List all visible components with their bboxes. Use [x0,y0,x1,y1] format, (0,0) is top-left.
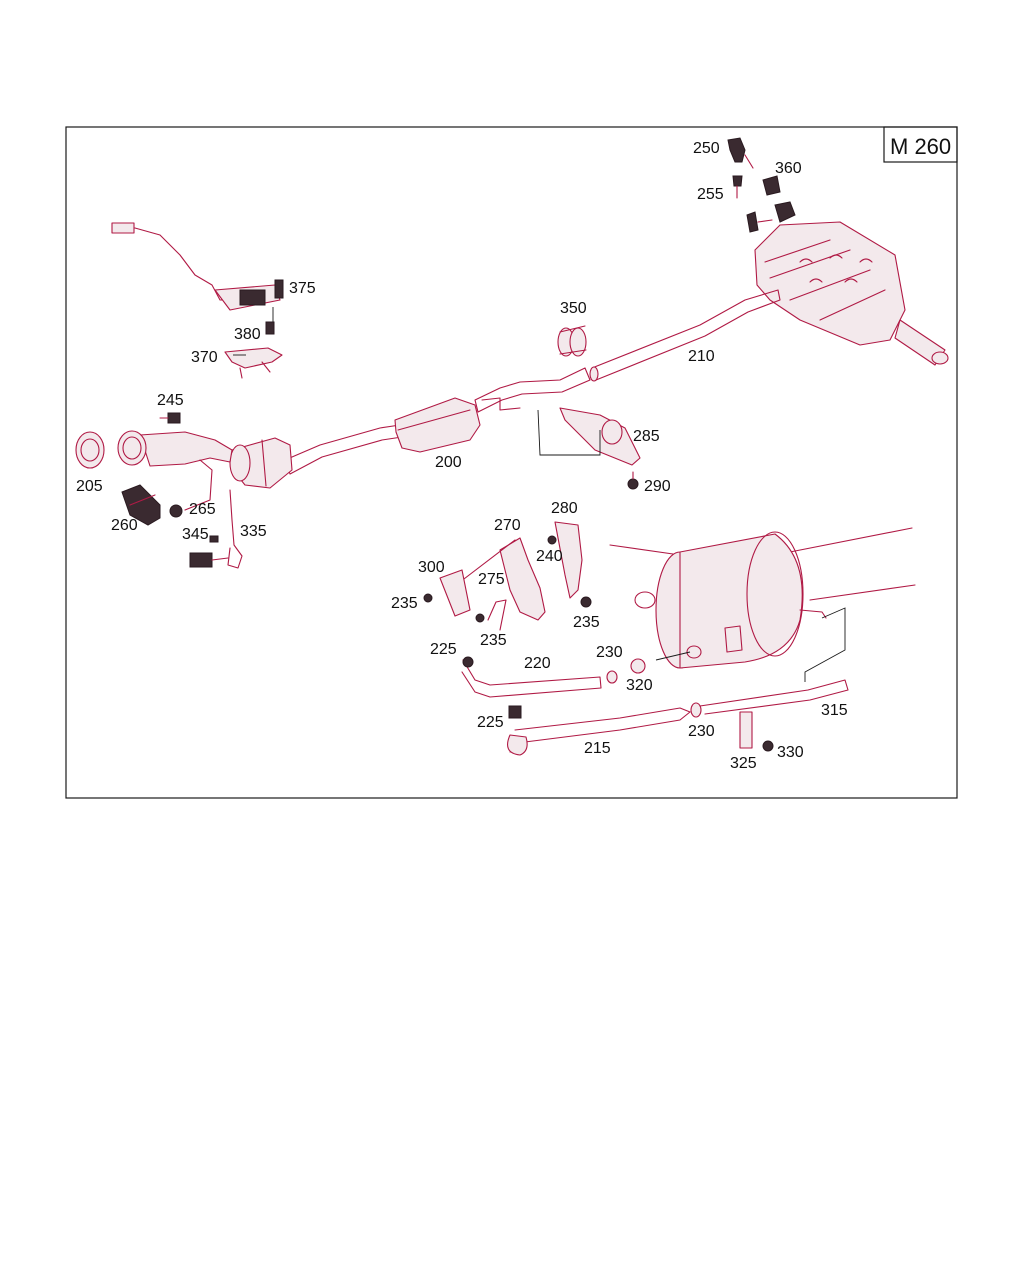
label-230a: 230 [596,644,623,661]
label-220: 220 [524,655,551,672]
label-300: 300 [418,559,445,576]
label-320: 320 [626,677,653,694]
oxygen-sensor-assembly [111,222,284,379]
heater-pipes [461,656,849,756]
label-370: 370 [191,349,218,366]
clamp-350 [557,325,587,357]
label-315: 315 [821,702,848,719]
diagram-code: M 260 [890,134,951,159]
leader-lines [233,307,691,661]
label-210: 210 [688,348,715,365]
label-260: 260 [111,517,138,534]
bolt-245 [159,412,181,424]
label-235a: 235 [391,595,418,612]
label-215: 215 [584,740,611,757]
label-275: 275 [478,571,505,588]
muffler-hanger-parts [727,137,796,233]
label-200: 200 [435,454,462,471]
label-375: 375 [289,280,316,297]
part-labels: 200 205 210 215 220 225 225 230 230 235 … [76,140,848,772]
bracket-260 [121,459,213,526]
label-205: 205 [76,478,103,495]
label-280: 280 [551,500,578,517]
label-235c: 235 [573,614,600,631]
exhaust-sensor-335 [189,489,243,569]
label-235b: 235 [480,632,507,649]
label-225a: 225 [430,641,457,658]
label-285: 285 [633,428,660,445]
label-350: 350 [560,300,587,317]
bracket-group-270 [423,521,592,631]
label-345: 345 [182,526,209,543]
gasket-205 [75,431,105,469]
label-255: 255 [697,186,724,203]
label-250: 250 [693,140,720,157]
diagram-frame [65,126,958,799]
front-catalyst [117,430,293,489]
label-290: 290 [644,478,671,495]
diagram-code-box: M 260 [883,126,958,163]
label-330: 330 [777,744,804,761]
label-240: 240 [536,548,563,565]
label-335: 335 [240,523,267,540]
label-325: 325 [730,755,757,772]
rear-muffler [754,221,949,366]
rear-pipe-210 [589,289,781,382]
label-270: 270 [494,517,521,534]
label-245: 245 [157,392,184,409]
catalyst-detail [609,527,916,682]
label-360: 360 [775,160,802,177]
middle-pipe [284,367,591,475]
label-380: 380 [234,326,261,343]
label-230b: 230 [688,723,715,740]
label-225b: 225 [477,714,504,731]
label-265: 265 [189,501,216,518]
